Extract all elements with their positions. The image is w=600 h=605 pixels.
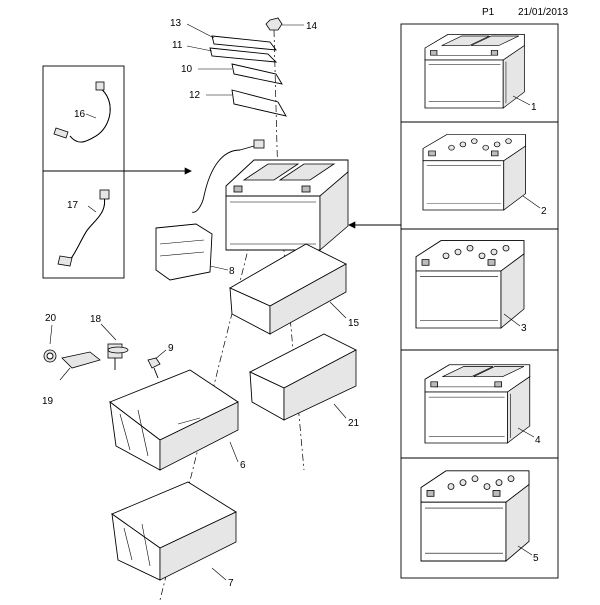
callout-7: 7 <box>228 578 234 589</box>
bolt-9: 9 <box>147 343 174 379</box>
battery-variant-4: 4 <box>424 364 541 446</box>
nut-14: 14 <box>265 17 318 32</box>
grommet-20: 20 <box>43 313 57 363</box>
battery-variants-panel: 1 2 3 4 5 <box>400 23 559 579</box>
callout-3: 3 <box>521 323 527 334</box>
callout-18: 18 <box>90 314 102 325</box>
battery-carrier-6: 6 <box>109 369 246 471</box>
callout-17: 17 <box>67 200 79 211</box>
sensor-18: 18 <box>90 314 129 370</box>
callout-21: 21 <box>348 418 360 429</box>
bracket-11: 11 <box>172 40 278 63</box>
callout-9: 9 <box>168 343 174 354</box>
callout-8: 8 <box>229 266 235 277</box>
callout-4: 4 <box>535 435 541 446</box>
main-battery <box>191 139 349 251</box>
callout-2: 2 <box>541 206 547 217</box>
callout-12: 12 <box>189 90 201 101</box>
tray-21: 21 <box>248 333 360 429</box>
callout-1: 1 <box>531 102 537 113</box>
clip-19: 19 <box>42 351 101 407</box>
callout-13: 13 <box>170 18 182 29</box>
battery-carrier-7: 7 <box>111 481 237 589</box>
battery-variant-5: 5 <box>420 470 539 564</box>
bracket-8: 8 <box>155 223 235 281</box>
tray-15: 15 <box>229 243 360 335</box>
callout-20: 20 <box>45 313 57 324</box>
callout-19: 19 <box>42 396 54 407</box>
terminal-brackets: 13 11 10 12 14 <box>170 17 318 117</box>
callout-15: 15 <box>348 318 360 329</box>
callout-14: 14 <box>306 21 318 32</box>
cable-17: 17 <box>57 189 110 267</box>
bracket-10: 10 <box>181 63 283 85</box>
callout-6: 6 <box>240 460 246 471</box>
bracket-12: 12 <box>189 89 287 117</box>
date-label: 21/01/2013 <box>518 7 569 18</box>
cable-detail-panel: 16 17 <box>42 65 125 279</box>
battery-variant-3: 3 <box>415 240 527 334</box>
callout-16: 16 <box>74 109 86 120</box>
centerline-upper <box>273 29 279 186</box>
cable-16: 16 <box>53 81 111 143</box>
page-label: P1 <box>482 7 495 18</box>
battery-variant-2: 2 <box>422 134 547 217</box>
callout-11: 11 <box>172 40 183 51</box>
callout-5: 5 <box>533 553 539 564</box>
bracket-13: 13 <box>170 18 277 51</box>
callout-10: 10 <box>181 64 193 75</box>
battery-variant-1: 1 <box>424 33 537 113</box>
